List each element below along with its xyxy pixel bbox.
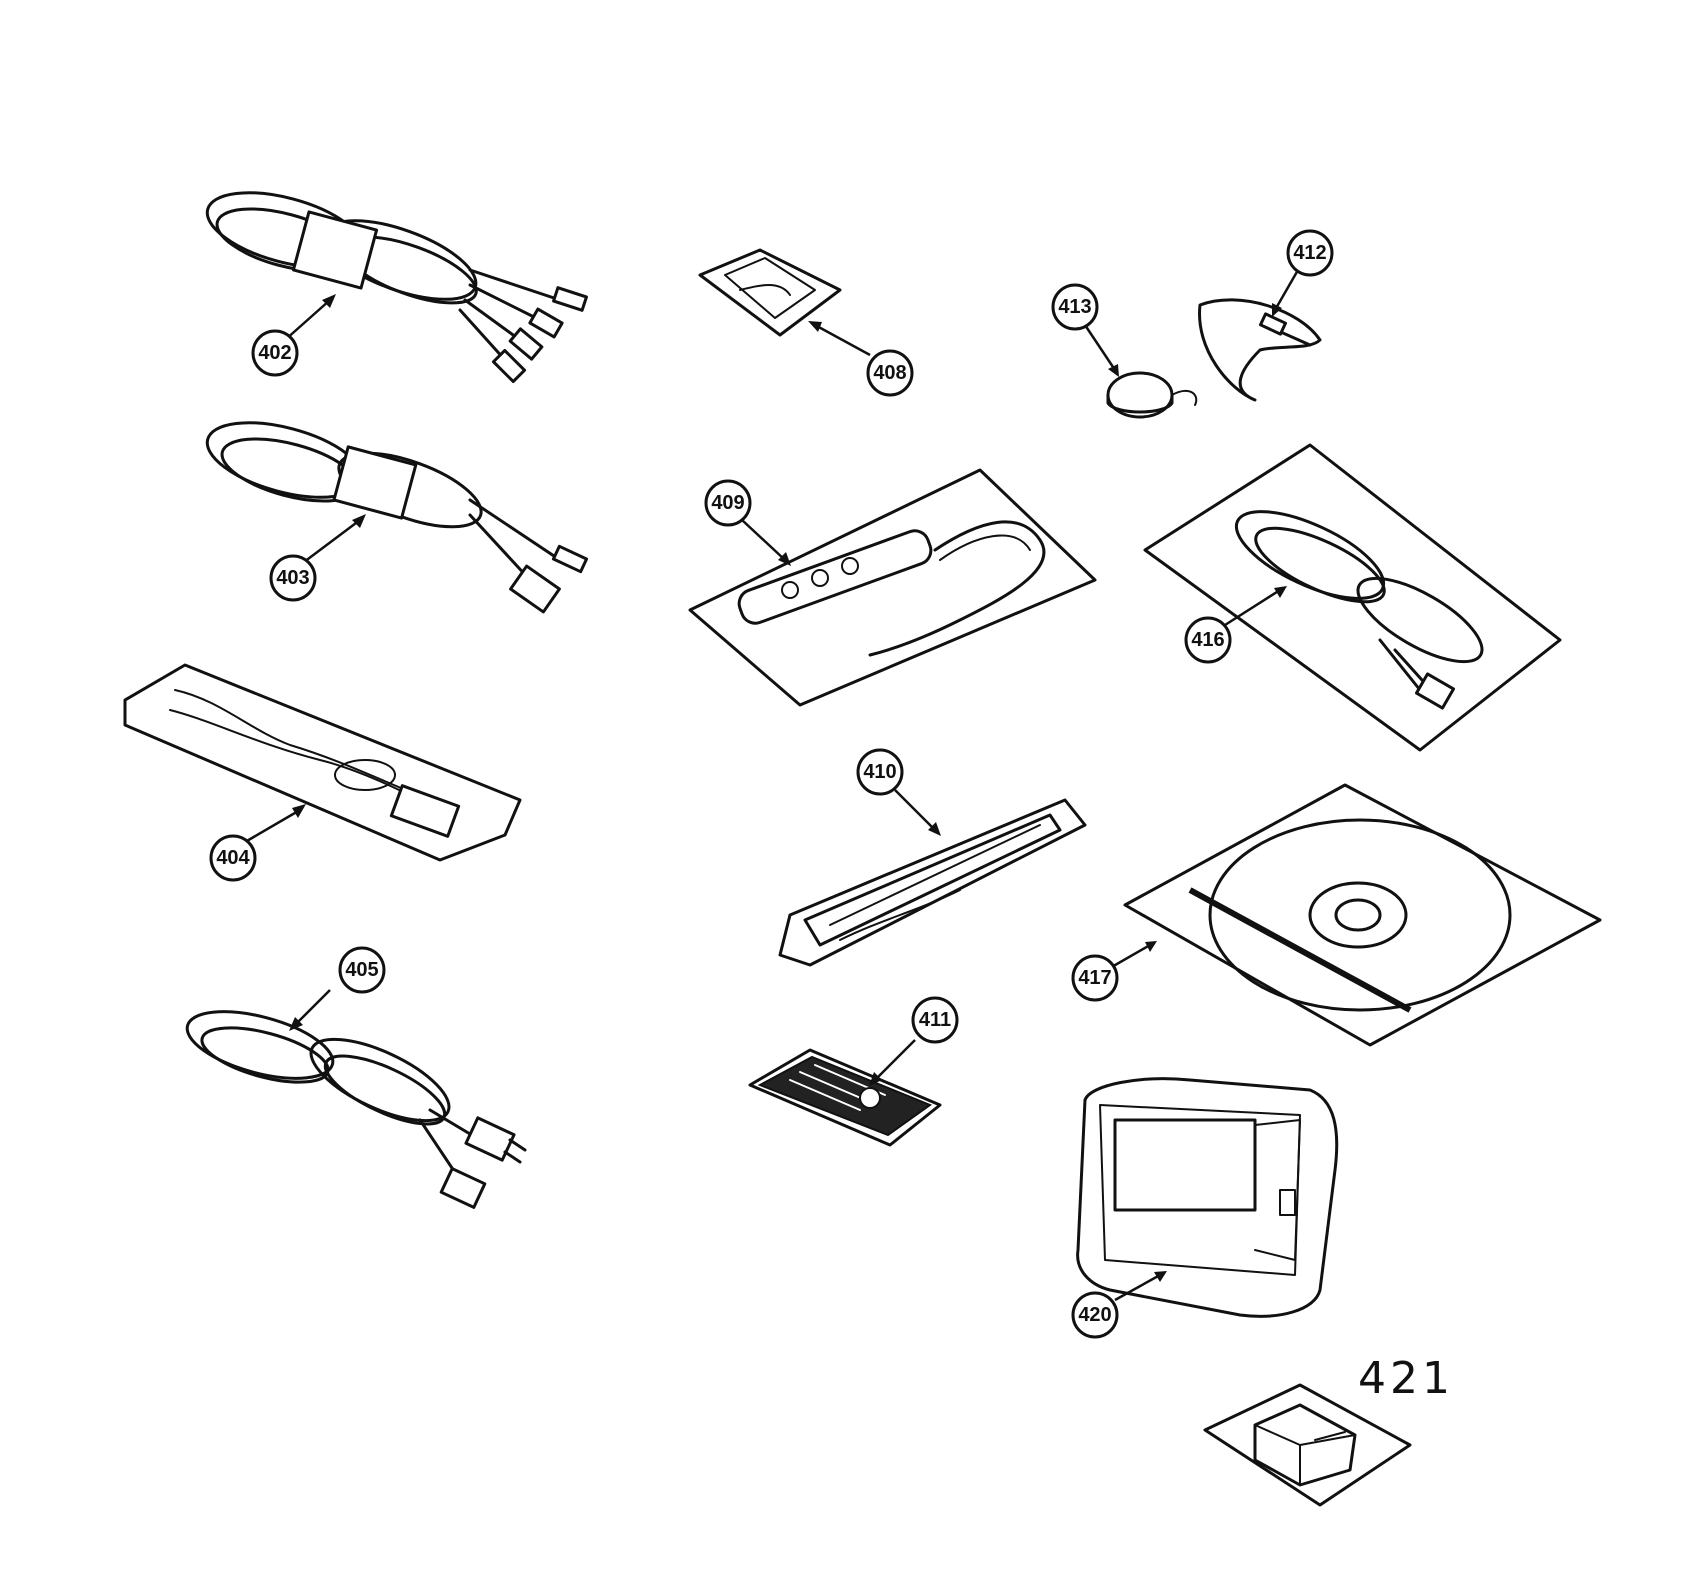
callout-404: 404 — [209, 834, 257, 882]
svg-text:411: 411 — [919, 1009, 951, 1031]
svg-text:403: 403 — [276, 567, 309, 589]
part-408-bagged-item — [698, 248, 842, 337]
callout-403: 403 — [269, 554, 317, 602]
part-405-power-cord — [185, 1010, 527, 1209]
callout-417: 417 — [1071, 954, 1119, 1002]
svg-text:404: 404 — [216, 847, 250, 869]
part-416-bagged-cable — [1143, 443, 1562, 752]
svg-text:413: 413 — [1058, 296, 1091, 318]
part-409-bagged-accessory — [688, 468, 1097, 707]
callout-402: 402 — [251, 329, 299, 377]
callout-413: 413 — [1051, 283, 1099, 331]
label-421-handwritten: 421 — [1358, 1353, 1454, 1404]
callout-412: 412 — [1286, 229, 1334, 277]
svg-text:412: 412 — [1293, 242, 1326, 264]
part-411-remote-control — [748, 1048, 942, 1147]
callout-408: 408 — [866, 349, 914, 397]
part-410-bagged-bar — [778, 798, 1087, 967]
callout-416: 416 — [1184, 616, 1232, 664]
part-402-av-cable — [205, 191, 588, 384]
part-403-cable — [205, 421, 589, 614]
callout-411: 411 — [911, 996, 959, 1044]
svg-text:408: 408 — [873, 362, 906, 384]
part-421-bagged-battery — [1203, 1383, 1412, 1507]
callout-405: 405 — [338, 946, 386, 994]
svg-text:416: 416 — [1191, 629, 1224, 651]
callout-420: 420 — [1071, 1291, 1119, 1339]
callout-409: 409 — [704, 479, 752, 527]
part-412-strap — [1198, 298, 1322, 402]
svg-text:417: 417 — [1078, 967, 1111, 989]
svg-text:409: 409 — [711, 492, 744, 514]
part-417-cd-disc — [1123, 783, 1602, 1047]
svg-text:420: 420 — [1078, 1304, 1111, 1326]
svg-text:402: 402 — [258, 342, 291, 364]
part-404-bagged-cable — [123, 663, 522, 862]
svg-text:405: 405 — [345, 959, 378, 981]
svg-text:410: 410 — [863, 761, 896, 783]
part-413-lens-cap — [1106, 371, 1198, 419]
part-420-battery-pack — [1076, 1077, 1339, 1318]
callout-410: 410 — [856, 748, 904, 796]
